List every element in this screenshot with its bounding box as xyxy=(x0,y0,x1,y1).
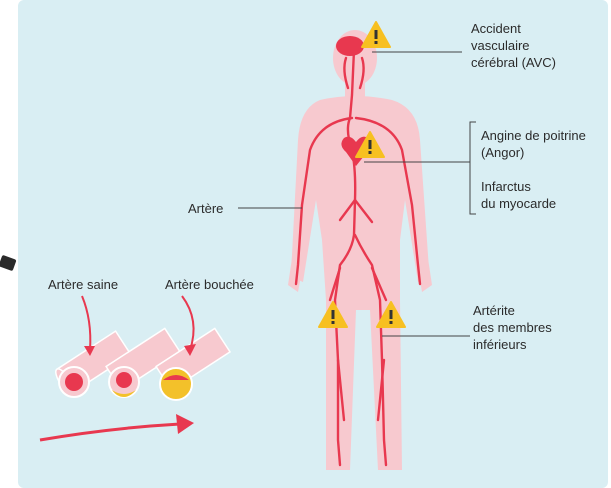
label-blocked-artery: Artère bouchée xyxy=(165,276,254,293)
artery-cross-sections xyxy=(53,328,230,400)
blocked-lumen xyxy=(160,368,192,400)
label-line: inférieurs xyxy=(473,336,552,353)
label-line: Angine de poitrine xyxy=(481,127,586,144)
label-line: Accident xyxy=(471,20,556,37)
label-line: vasculaire xyxy=(471,37,556,54)
label-avc: Accident vasculaire cérébral (AVC) xyxy=(471,20,556,71)
label-line: cérébral (AVC) xyxy=(471,54,556,71)
label-line: Artérite xyxy=(473,302,552,319)
label-line: du myocarde xyxy=(481,195,556,212)
label-arteritis: Artérite des membres inférieurs xyxy=(473,302,552,353)
human-body xyxy=(288,30,432,470)
label-line: des membres xyxy=(473,319,552,336)
label-healthy-artery: Artère saine xyxy=(48,276,118,293)
flow-arrow-head-icon xyxy=(176,414,194,434)
brain-lesion xyxy=(336,36,364,56)
label-line: (Angor) xyxy=(481,144,586,161)
flow-arrow-icon xyxy=(40,424,180,440)
label-angor: Angine de poitrine (Angor) xyxy=(481,127,586,161)
label-line: Infarctus xyxy=(481,178,556,195)
label-artery: Artère xyxy=(188,200,223,217)
label-infarct: Infarctus du myocarde xyxy=(481,178,556,212)
